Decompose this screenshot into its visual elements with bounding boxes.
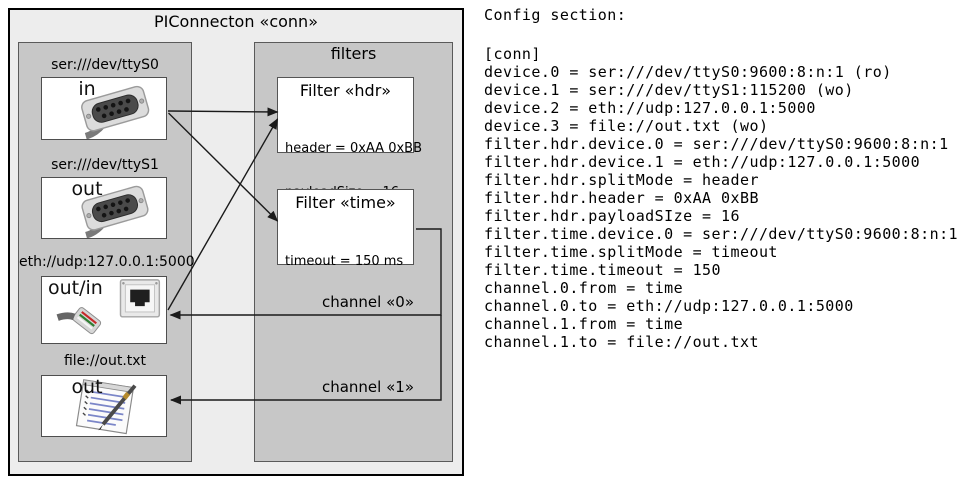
device-uri-label-ttys0: ser:///dev/ttyS0 xyxy=(51,57,159,73)
device-uri-label-eth: eth://udp:127.0.0.1:5000 xyxy=(19,254,195,270)
config-line: filter.hdr.header = 0xAA 0xBB xyxy=(484,189,759,207)
config-line: filter.time.device.0 = ser:///dev/ttyS0:… xyxy=(484,225,959,243)
port-label: out xyxy=(71,178,103,200)
config-line: [conn] xyxy=(484,45,541,63)
device-node-file: out xyxy=(41,375,167,437)
filter-title: Filter «hdr» xyxy=(299,81,392,100)
serial-connector-icon xyxy=(81,185,149,238)
device-uri-label-file: file://out.txt xyxy=(63,353,147,369)
config-line: channel.1.to = file://out.txt xyxy=(484,333,759,351)
config-line: filter.time.splitMode = timeout xyxy=(484,243,778,261)
config-line: device.3 = file://out.txt (wo) xyxy=(484,117,769,135)
ethernet-icon xyxy=(56,279,161,335)
device-node-ttys0: in xyxy=(41,77,167,140)
filter-node-hdr: Filter «hdr» header = 0xAA 0xBB payloadS… xyxy=(277,77,422,199)
filters-group-label: filters xyxy=(330,44,377,63)
device-uri-label-ttys1: ser:///dev/ttyS1 xyxy=(51,157,159,173)
filters-group: filters Filter «hdr» header = 0xAA 0xBB … xyxy=(254,42,453,462)
config-line: filter.hdr.device.0 = ser:///dev/ttyS0:9… xyxy=(484,135,949,153)
config-line: device.2 = eth://udp:127.0.0.1:5000 xyxy=(484,99,816,117)
filter-title: Filter «time» xyxy=(295,193,396,212)
config-line: filter.hdr.splitMode = header xyxy=(484,171,759,189)
config-line: filter.hdr.device.1 = eth://udp:127.0.0.… xyxy=(484,153,921,171)
device-node-eth: out/in xyxy=(41,276,167,344)
filter-property: timeout = 150 ms xyxy=(285,254,404,269)
serial-connector-icon xyxy=(81,85,150,139)
config-section-heading: Config section: xyxy=(484,6,627,24)
config-line: channel.0.to = eth://udp:127.0.0.1:5000 xyxy=(484,297,854,315)
config-line: device.1 = ser:///dev/ttyS1:115200 (wo) xyxy=(484,81,854,99)
config-line: filter.hdr.payloadSIze = 16 xyxy=(484,207,740,225)
filter-node-time: Filter «time» timeout = 150 ms xyxy=(277,189,414,269)
devices-group: ser:///dev/ttyS0 xyxy=(18,42,195,462)
config-section: [conn] device.0 = ser:///dev/ttyS0:9600:… xyxy=(484,45,958,351)
channel-0-label: channel «0» xyxy=(321,293,414,311)
diagram-title: PIConnecton «conn» xyxy=(154,12,318,31)
port-label: in xyxy=(78,78,96,100)
channel-1-label: channel «1» xyxy=(321,378,414,396)
config-line: channel.1.from = time xyxy=(484,315,684,333)
device-node-ttys1: out xyxy=(41,177,167,239)
filter-property: header = 0xAA 0xBB xyxy=(285,141,423,156)
connector-diagram: PIConnecton «conn» ser:///dev/ttyS0 xyxy=(8,8,464,476)
port-label: out xyxy=(71,376,103,398)
port-label: out/in xyxy=(48,277,103,299)
config-line: channel.0.from = time xyxy=(484,279,684,297)
config-line: device.0 = ser:///dev/ttyS0:9600:8:n:1 (… xyxy=(484,63,892,81)
notepad-file-icon xyxy=(75,379,137,435)
config-line: filter.time.timeout = 150 xyxy=(484,261,722,279)
